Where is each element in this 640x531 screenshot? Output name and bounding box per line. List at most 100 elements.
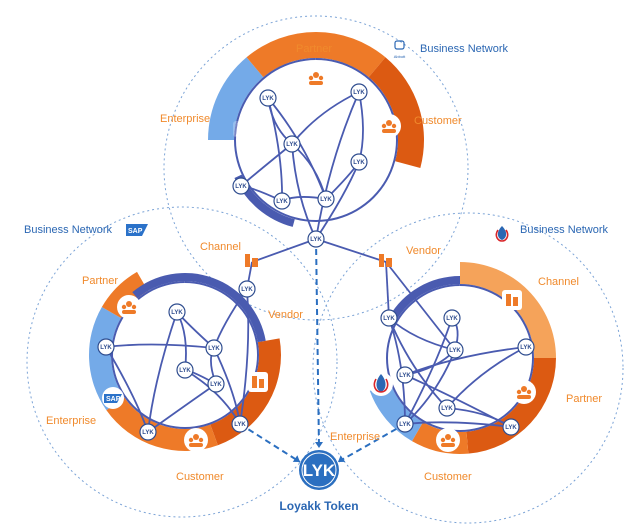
lyk-node: LYK bbox=[231, 415, 249, 433]
building-icon bbox=[245, 254, 258, 267]
top-partner-label: Partner bbox=[296, 43, 332, 55]
token-dashed-line bbox=[337, 423, 406, 463]
right-vendor-label: Vendor bbox=[406, 245, 441, 257]
lyk-node-label: LYK bbox=[210, 382, 222, 388]
token-dashed-line bbox=[239, 423, 301, 463]
top-customer-label: Customer bbox=[414, 115, 462, 127]
right-partner-label: Partner bbox=[566, 393, 602, 405]
lyk-node-label: LYK bbox=[520, 345, 532, 351]
lyk-node: LYK bbox=[307, 230, 325, 248]
left-partner-label: Partner bbox=[82, 275, 118, 287]
lyk-node-label: LYK bbox=[276, 199, 288, 205]
cross-network-link bbox=[251, 238, 317, 263]
lyk-node: LYK bbox=[139, 423, 157, 441]
lyk-node-label: LYK bbox=[320, 197, 332, 203]
people-group-icon bbox=[512, 380, 536, 404]
lyk-node: LYK bbox=[207, 375, 225, 393]
lyk-node: LYK bbox=[438, 399, 456, 417]
network-boundary-right bbox=[312, 212, 624, 524]
lyk-node: LYK bbox=[205, 339, 223, 357]
ring-1-navy-band bbox=[132, 273, 266, 343]
network-0-link bbox=[240, 143, 293, 187]
left-business-network-label: Business Network bbox=[24, 224, 113, 236]
lyk-node-label: LYK bbox=[353, 90, 365, 96]
lyk-node: LYK bbox=[232, 177, 250, 195]
lyk-node-label: LYK bbox=[235, 184, 247, 190]
right-business-network-label: Business Network bbox=[520, 224, 609, 236]
lyk-node-label: LYK bbox=[286, 142, 298, 148]
lyk-node: LYK bbox=[283, 135, 301, 153]
ring-1-segment-3 bbox=[101, 271, 148, 318]
lyk-node-label: LYK bbox=[505, 425, 517, 431]
lyk-node: LYK bbox=[97, 338, 115, 356]
network-0-link bbox=[291, 143, 317, 240]
token-caption: Loyakk Token bbox=[279, 499, 358, 513]
network-2-link bbox=[388, 317, 448, 409]
ring-0-navy-band bbox=[234, 174, 295, 227]
lyk-node-label: LYK bbox=[399, 422, 411, 428]
flame-logo-icon bbox=[495, 226, 509, 242]
lyk-node-label: LYK bbox=[208, 346, 220, 352]
network-boundary-top bbox=[163, 15, 469, 321]
network-2-link bbox=[404, 349, 456, 425]
lyk-node-label: LYK bbox=[179, 368, 191, 374]
sap-logo-icon: SAP bbox=[126, 224, 148, 236]
left-vendor-label: Vendor bbox=[268, 309, 303, 321]
lyk-node: LYK bbox=[317, 190, 335, 208]
lyk-node: LYK bbox=[502, 418, 520, 436]
people-group-icon bbox=[377, 114, 401, 138]
network-0-link bbox=[267, 97, 283, 202]
lyk-node: LYK bbox=[238, 280, 256, 298]
sap-logo-icon: SAP bbox=[102, 387, 124, 409]
lyk-node: LYK bbox=[443, 309, 461, 327]
token-symbol: LYK bbox=[303, 461, 336, 480]
lyk-node: LYK bbox=[396, 415, 414, 433]
network-2-link bbox=[446, 346, 527, 409]
right-channel-label: Channel bbox=[538, 276, 579, 288]
lyk-node: LYK bbox=[517, 338, 535, 356]
top-enterprise-label: Enterprise bbox=[160, 113, 210, 125]
lyk-node: LYK bbox=[176, 361, 194, 379]
lyk-node: LYK bbox=[273, 192, 291, 210]
ring-1-segment-2 bbox=[89, 307, 125, 411]
right-enterprise-label: Enterprise bbox=[330, 431, 380, 443]
people-group-icon bbox=[184, 428, 208, 452]
network-1-link bbox=[105, 343, 215, 349]
flame-logo-icon bbox=[369, 372, 393, 396]
cross-network-link bbox=[315, 238, 387, 263]
lyk-node-label: LYK bbox=[262, 96, 274, 102]
lyk-node: LYK bbox=[446, 341, 464, 359]
people-group-icon bbox=[304, 66, 328, 90]
network-1-link bbox=[239, 288, 250, 425]
top-business-network-label: Business Network bbox=[420, 43, 509, 55]
cross-network-link bbox=[385, 261, 390, 319]
left-customer-label: Customer bbox=[176, 471, 224, 483]
token-arrowhead bbox=[338, 455, 346, 462]
ring-0-segment-1 bbox=[246, 32, 386, 78]
buildings-icon bbox=[248, 372, 268, 392]
svg-text:Abbott: Abbott bbox=[236, 132, 251, 138]
left-enterprise-label: Enterprise bbox=[46, 415, 96, 427]
network-2-link bbox=[404, 317, 453, 425]
factory-icon bbox=[379, 254, 392, 267]
lyk-node-label: LYK bbox=[353, 160, 365, 166]
network-boundary-left bbox=[26, 206, 338, 518]
svg-text:SAP: SAP bbox=[106, 396, 121, 403]
lyk-node: LYK bbox=[380, 309, 398, 327]
right-customer-label: Customer bbox=[424, 471, 472, 483]
loyakk-token: LYK bbox=[299, 450, 339, 490]
lyk-node-label: LYK bbox=[171, 310, 183, 316]
lyk-node-label: LYK bbox=[100, 345, 112, 351]
lyk-node-label: LYK bbox=[234, 422, 246, 428]
network-1-link bbox=[147, 311, 178, 433]
lyk-node: LYK bbox=[168, 303, 186, 321]
network-0-link bbox=[315, 91, 360, 240]
lyk-node-label: LYK bbox=[142, 430, 154, 436]
lyk-node-label: LYK bbox=[446, 316, 458, 322]
lyk-node-label: LYK bbox=[383, 316, 395, 322]
svg-text:Abbott: Abbott bbox=[394, 54, 406, 59]
left-channel-label: Channel bbox=[200, 241, 241, 253]
network-2-link bbox=[404, 346, 527, 376]
buildings-icon bbox=[502, 290, 522, 310]
